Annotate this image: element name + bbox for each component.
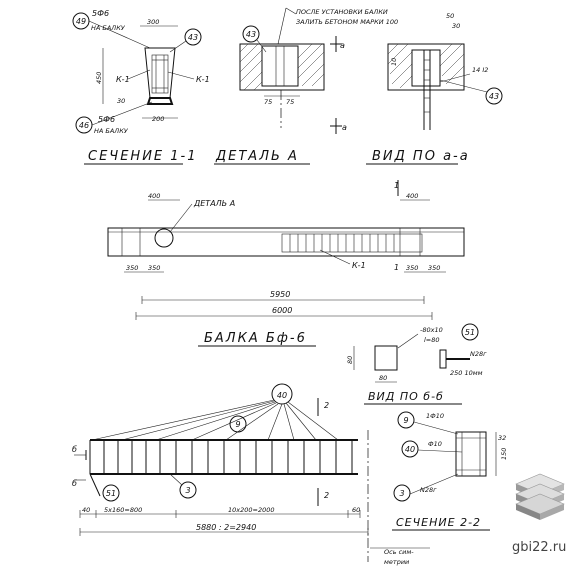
view-bb-dim-80-a: 80 [346,356,354,364]
beam-dim-400-left: 400 [148,192,160,200]
frame-label-right: К-1 [196,75,210,84]
callout-46-label: 46 [79,121,89,130]
detail-a: ПОСЛЕ УСТАНОВКИ БАЛКИ ЗАЛИТЬ БЕТОНОМ МАР… [214,7,398,165]
view-aa-dim-10: 10 [390,58,398,66]
detail-a-callout-43-label: 43 [246,30,256,39]
section2-callout-40 [401,440,419,458]
watermark-site: gbi22.ru [512,540,566,555]
detail-a-note-2: ЗАЛИТЬ БЕТОНОМ МАРКИ 100 [296,18,398,26]
view-aa-callout-43 [485,87,503,105]
bottom-rebar-note: НА БАЛКУ [94,127,129,135]
view-aa-dim-30: 30 [452,22,460,30]
callout-49-label: 49 [76,17,86,26]
detail-a-note-1: ПОСЛЕ УСТАНОВКИ БАЛКИ [296,8,388,16]
dim-small: 30 [117,97,125,105]
watermark-logo: gbi22.ru [512,473,566,555]
frame-callout-9 [229,415,247,433]
view-bb-channel: N28г [470,350,487,358]
view-bb-weld: 250 10мм [450,369,483,377]
view-bb-title: ВИД ПО б-б [368,390,444,403]
view-bb-dim-80-b: 80 [379,374,387,382]
beam-title: БАЛКА Бф-6 [204,331,307,346]
section-2-2-title: СЕЧЕНИЕ 2-2 [396,516,481,529]
view-b-b: 80 80 -80х10 l=80 51 N28г 250 10мм ВИД П… [346,323,487,405]
section2-rebar-bot: N28г [420,486,437,494]
detail-a-title: ДЕТАЛЬ А [215,149,299,164]
top-rebar-note: НА БАЛКУ [91,24,126,32]
frame-dim-60: 60 [352,506,360,514]
frame-mark-b-top: б [72,445,77,454]
beam-dim-400-right: 400 [406,192,418,200]
frame-axis-note-1: Ось сим- [384,548,414,556]
frame-callout-9-label: 9 [235,420,240,429]
view-aa-title: ВИД ПО а-а [372,149,470,164]
detail-a-dim-2: 75 [286,98,294,106]
detail-a-mark-bottom: а [342,123,347,132]
beam-section-mark-bottom: 1 [394,263,399,272]
beam-dim-6000: 6000 [272,306,292,315]
section-1-1: 49 5Ф6 НА БАЛКУ 300 43 К-1 К-1 450 30 20… [72,9,210,165]
view-aa-rebar: 14 I2 [472,66,488,74]
section2-callout-3 [393,484,411,502]
callout-43 [184,28,202,46]
detail-a-callout-43 [242,25,260,43]
section2-dim-32: 32 [498,434,506,442]
frame-callout-51-label: 51 [106,489,116,498]
beam-dim-350-3: 350 [406,264,418,272]
view-bb-callout-51-label: 51 [465,328,475,337]
frame-dim-spacing-2: 10х200=2000 [228,506,275,514]
dim-top: 300 [147,18,159,26]
dim-height: 450 [95,72,103,84]
section2-callout-40-label: 40 [405,445,415,454]
view-aa-dim-50: 50 [446,12,454,20]
frame-mark-b-bottom: б [72,479,77,488]
section2-callout-9 [397,411,415,429]
beam-dim-5950: 5950 [270,290,290,299]
callout-43-label: 43 [188,33,198,42]
section2-callout-9-label: 9 [403,416,408,425]
beam-frame-label: К-1 [352,261,366,270]
view-aa-callout-43-label: 43 [489,92,499,101]
view-bb-plate-length: l=80 [424,336,440,344]
section2-dim-150: 150 [500,448,508,460]
beam-section-mark-top: 1 [394,181,399,190]
beam-bf6: ДЕТАЛЬ А 400 400 1 1 К-1 350 350 350 350… [107,180,465,347]
frame-dim-40: 40 [82,506,90,514]
frame-callout-51 [102,484,120,502]
beam-dim-350-2: 350 [148,264,160,272]
beam-dim-350-1: 350 [126,264,138,272]
section2-rebar-mid: Ф10 [428,440,442,448]
frame-callout-3-label: 3 [185,486,190,495]
detail-a-mark-top: а [340,41,345,50]
section2-rebar-top: 1Ф10 [426,412,444,420]
frame-dim-total: 5880 : 2=2940 [196,523,256,532]
frame-mark-2-top: 2 [324,401,329,410]
frame-label-left: К-1 [116,75,130,84]
stacked-slabs-icon [515,473,565,520]
frame-callout-3 [179,481,197,499]
frame-dim-spacing-1: 5х160=800 [104,506,142,514]
frame-mark-2-bottom: 2 [324,491,329,500]
reinforcement-frame: 40 9 [72,383,430,566]
section-1-1-title: СЕЧЕНИЕ 1-1 [88,149,198,164]
frame-axis-note-2: метрии [384,558,409,566]
view-bb-plate: -80х10 [420,326,443,334]
beam-detail-ref: ДЕТАЛЬ А [193,199,235,208]
beam-dim-350-4: 350 [428,264,440,272]
top-rebar-label: 5Ф6 [92,9,109,18]
view-a-a: 50 30 10 14 I2 43 ВИД ПО а-а [366,12,503,165]
section-2-2: 9 1Ф10 40 Ф10 3 N28г 150 32 СЕЧЕНИЕ 2-2 [392,411,508,531]
dim-bottom: 200 [152,115,164,123]
detail-a-dim-1: 75 [264,98,272,106]
section2-callout-3-label: 3 [399,489,404,498]
view-bb-callout-51 [461,323,479,341]
frame-callout-40-label: 40 [277,391,287,400]
